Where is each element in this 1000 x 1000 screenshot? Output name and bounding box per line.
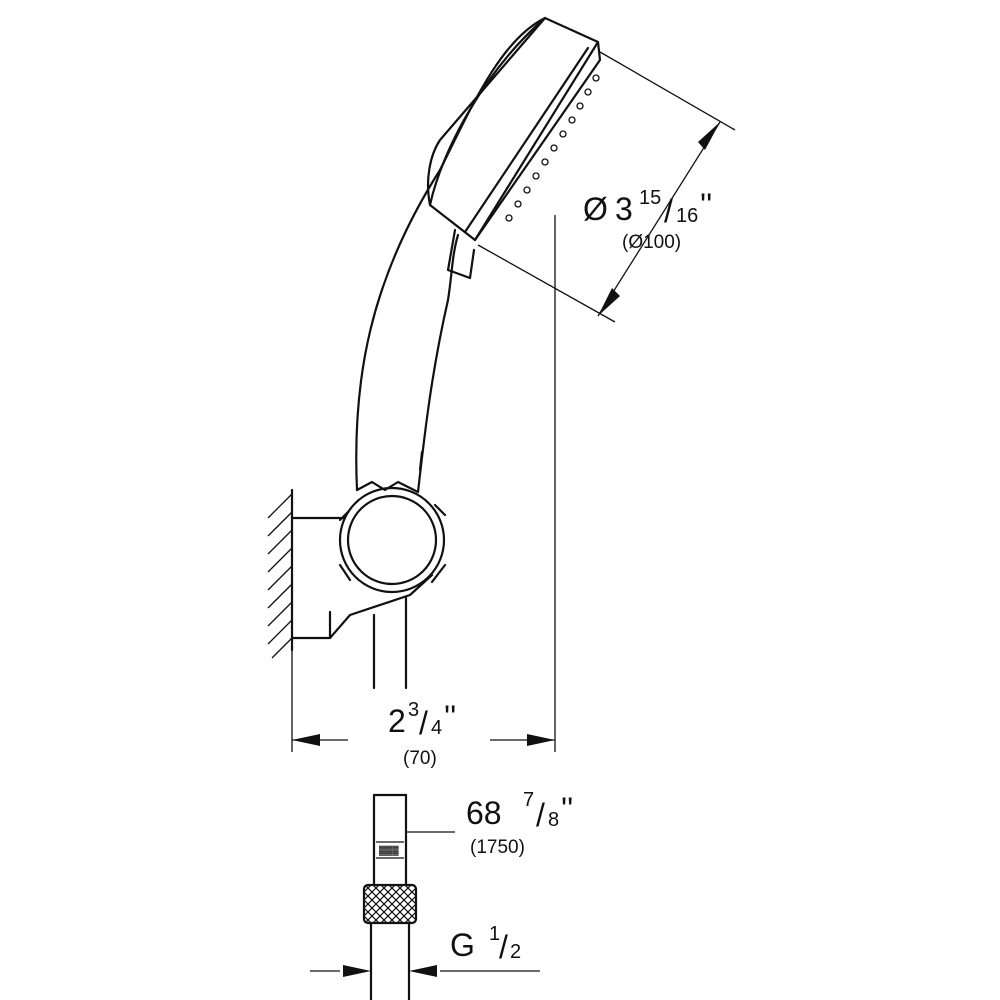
svg-text:/: / (499, 929, 508, 965)
thread-label: G 1 / 2 (450, 923, 521, 965)
svg-text:15: 15 (639, 187, 661, 209)
svg-text:4: 4 (431, 717, 442, 739)
svg-text:/: / (419, 705, 428, 741)
wall-bracket (290, 516, 434, 640)
hose-length-label: 68 7 / 8 '' (1750) (466, 789, 573, 858)
svg-text:2: 2 (510, 941, 521, 963)
diameter-dimension (477, 51, 736, 323)
diameter-label: Ø 3 15 / 16 '' (Ø100) (583, 187, 712, 253)
knurled-nut (362, 883, 418, 925)
svg-text:(70): (70) (403, 748, 437, 769)
width-dimension (291, 215, 556, 752)
svg-text:/: / (664, 193, 673, 229)
svg-text:8: 8 (548, 809, 559, 831)
hose-detail: ▓▓▓ (362, 793, 455, 1000)
svg-text:68: 68 (466, 795, 502, 831)
svg-text:Ø: Ø (583, 191, 608, 227)
svg-text:'': '' (700, 187, 712, 223)
thread-dimension (310, 965, 540, 977)
hose-upper (372, 596, 408, 690)
wall-hatching (267, 488, 294, 659)
svg-text:/: / (536, 797, 545, 833)
svg-text:3: 3 (615, 191, 633, 227)
svg-text:3: 3 (408, 699, 419, 721)
nozzle-holes (505, 74, 600, 222)
hand-shower (355, 16, 602, 494)
svg-text:7: 7 (523, 789, 534, 811)
holder-ring (338, 480, 447, 594)
svg-text:(1750): (1750) (470, 837, 525, 858)
width-label: 2 3 / 4 '' (70) (388, 699, 456, 769)
svg-text:(Ø100): (Ø100) (622, 232, 681, 253)
svg-text:16: 16 (676, 205, 698, 227)
svg-text:2: 2 (388, 703, 406, 739)
svg-text:▓▓▓: ▓▓▓ (379, 845, 399, 856)
svg-text:'': '' (561, 791, 573, 827)
svg-text:1: 1 (489, 923, 500, 945)
svg-text:'': '' (444, 699, 456, 735)
svg-text:G: G (450, 927, 475, 963)
